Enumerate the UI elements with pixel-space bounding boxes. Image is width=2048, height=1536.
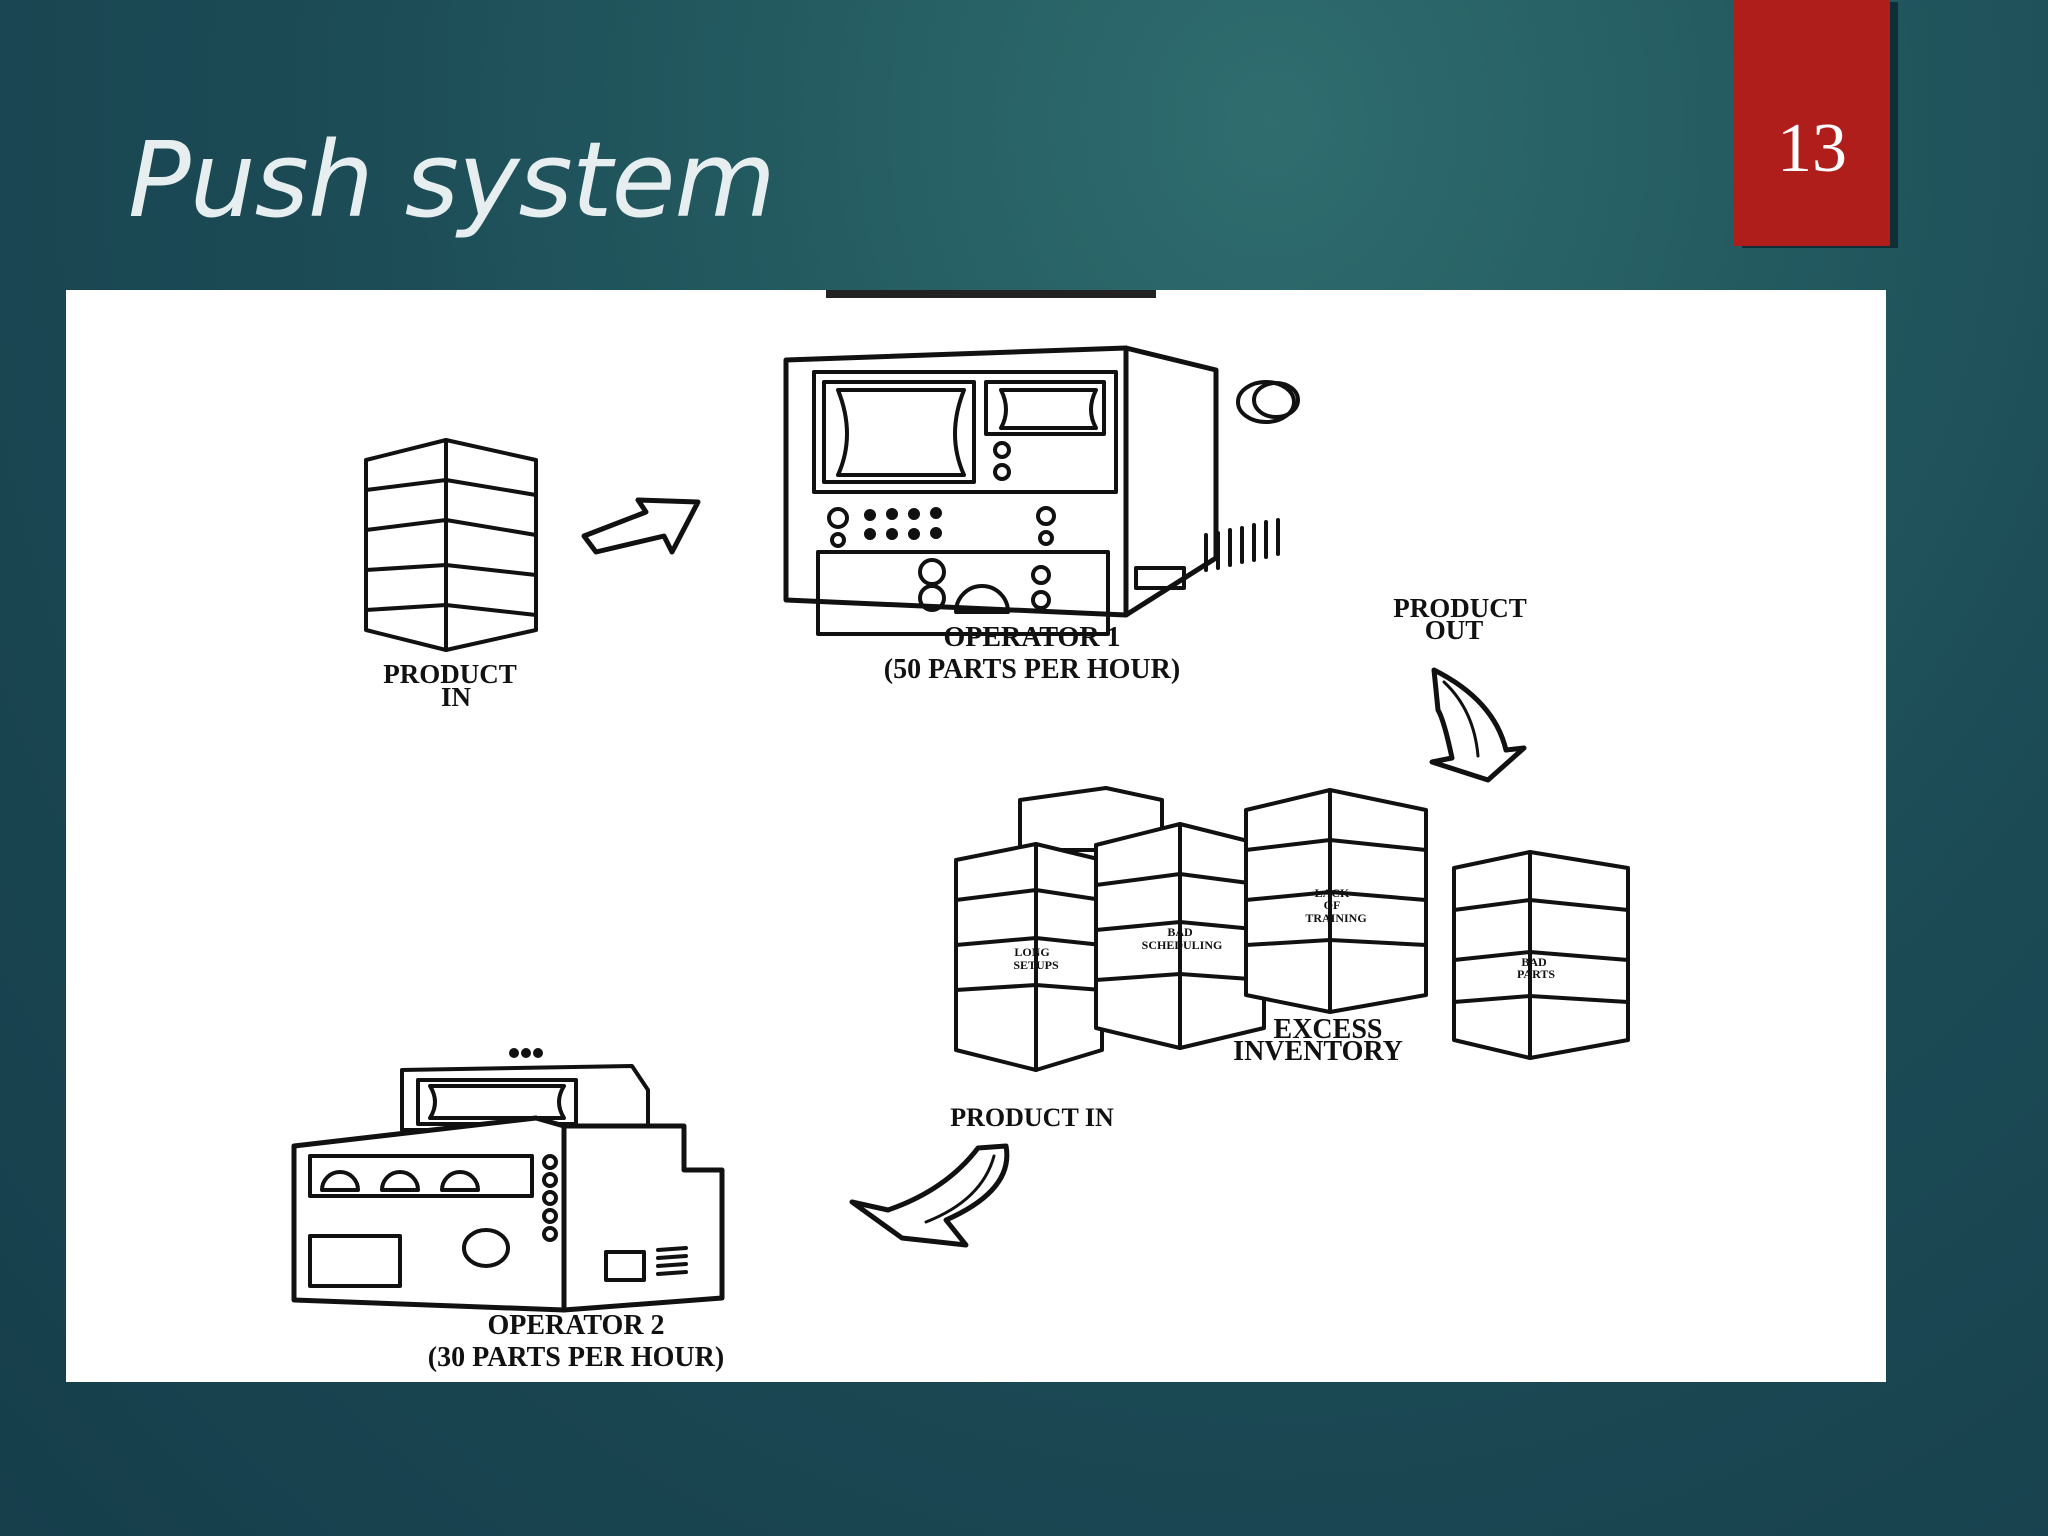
product-out-line2: OUT bbox=[1425, 615, 1484, 645]
long-setups-line1: LONG bbox=[1014, 945, 1049, 959]
operator1-label: OPERATOR 1 bbox=[943, 622, 1120, 653]
arrow-to-operator2-icon bbox=[849, 1143, 1010, 1248]
lack-of-training-line3: TRAINING bbox=[1305, 911, 1366, 925]
page-number-badge: 13 bbox=[1734, 0, 1890, 246]
page-number: 13 bbox=[1777, 110, 1847, 187]
cropped-heading-remnant bbox=[826, 290, 1156, 298]
operator2-machine-icon bbox=[291, 1048, 725, 1313]
excess-inventory-line2: INVENTORY bbox=[1233, 1036, 1403, 1067]
push-system-figure: PRODUCT IN bbox=[66, 290, 1886, 1382]
operator2-rate: (30 PARTS PER HOUR) bbox=[428, 1342, 724, 1373]
bad-scheduling-line1: BAD bbox=[1167, 925, 1193, 939]
arrow-to-operator1-icon bbox=[581, 497, 701, 555]
excess-inventory-line1: EXCESS bbox=[1274, 1014, 1383, 1045]
operator1-machine-icon bbox=[783, 345, 1300, 636]
product-out-line1: PRODUCT bbox=[1393, 593, 1527, 623]
product-in-top-line1: PRODUCT bbox=[383, 659, 517, 689]
excess-inventory-stacks-icon bbox=[954, 786, 1630, 1072]
product-in-bottom-label: PRODUCT IN bbox=[950, 1103, 1114, 1132]
bad-scheduling-line2: SCHEDULING bbox=[1142, 938, 1223, 952]
bad-parts-line2: PARTS bbox=[1517, 967, 1555, 981]
product-in-top-line2: IN bbox=[441, 682, 472, 712]
operator1-rate: (50 PARTS PER HOUR) bbox=[884, 654, 1180, 685]
bad-parts-line1: BAD bbox=[1521, 955, 1547, 969]
lack-of-training-line1: LACK bbox=[1315, 886, 1350, 900]
long-setups-line2: SETUPS bbox=[1013, 958, 1059, 972]
lack-of-training-line2: OF bbox=[1324, 898, 1341, 912]
product-in-stack-icon bbox=[364, 438, 538, 652]
operator2-label: OPERATOR 2 bbox=[487, 1310, 664, 1341]
push-system-diagram: PRODUCT IN bbox=[291, 290, 1630, 1373]
slide-title: Push system bbox=[128, 119, 776, 241]
arrow-product-out-icon bbox=[1429, 667, 1527, 783]
